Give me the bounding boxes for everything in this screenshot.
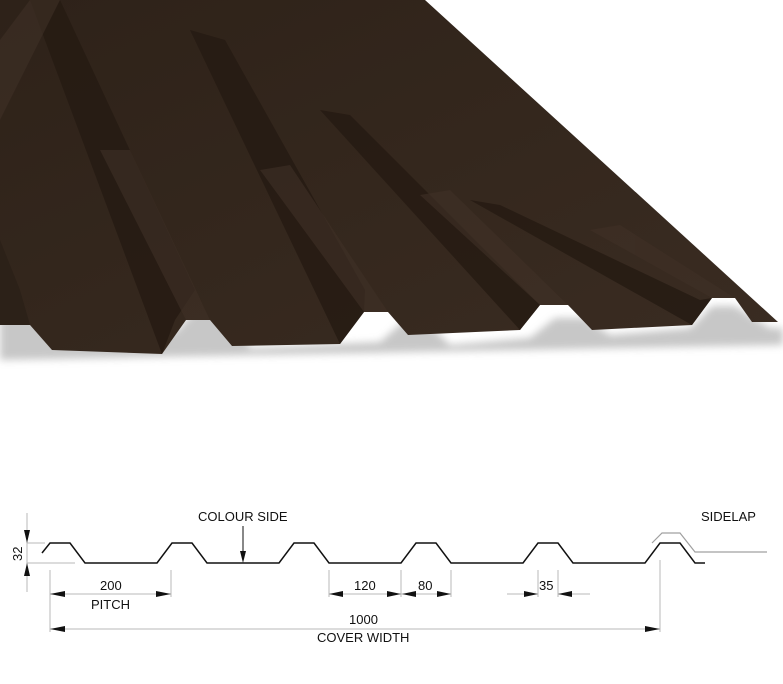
crest-value: 35: [539, 578, 553, 593]
arrow-up-icon: [24, 563, 30, 576]
profile-line: [41, 542, 705, 564]
arrow-right-icon: [524, 591, 538, 597]
cover-width-dimension: [50, 560, 661, 632]
sheet-left-edge: [0, 240, 30, 325]
arrow-down-icon: [24, 530, 30, 543]
arrow-right-icon: [387, 591, 401, 597]
arrow-right-icon: [645, 626, 660, 632]
cover-width-label: COVER WIDTH: [317, 630, 409, 645]
crown-value: 80: [418, 578, 432, 593]
arrow-left-icon: [50, 626, 65, 632]
colour-side-label: COLOUR SIDE: [198, 509, 288, 524]
arrow-right-icon: [437, 591, 451, 597]
arrow-left-icon: [402, 591, 416, 597]
trough-value: 120: [354, 578, 376, 593]
profile-diagram: 32 COLOUR SIDE SIDELAP 200 PITCH 120 80 …: [10, 509, 767, 645]
height-dimension: [26, 513, 75, 592]
arrow-down-icon: [240, 551, 246, 563]
roof-sheet-render: [0, 0, 783, 360]
sidelap-label: SIDELAP: [701, 509, 756, 524]
pitch-label: PITCH: [91, 597, 130, 612]
arrow-left-icon: [50, 591, 65, 597]
arrow-left-icon: [558, 591, 572, 597]
ridge-highlights: [0, 0, 735, 320]
pitch-value: 200: [100, 578, 122, 593]
arrow-left-icon: [329, 591, 343, 597]
arrow-right-icon: [156, 591, 171, 597]
cover-width-value: 1000: [349, 612, 378, 627]
pitch-dimension: [49, 570, 172, 632]
height-label: 32: [10, 547, 25, 561]
sidelap-profile: [651, 532, 767, 553]
